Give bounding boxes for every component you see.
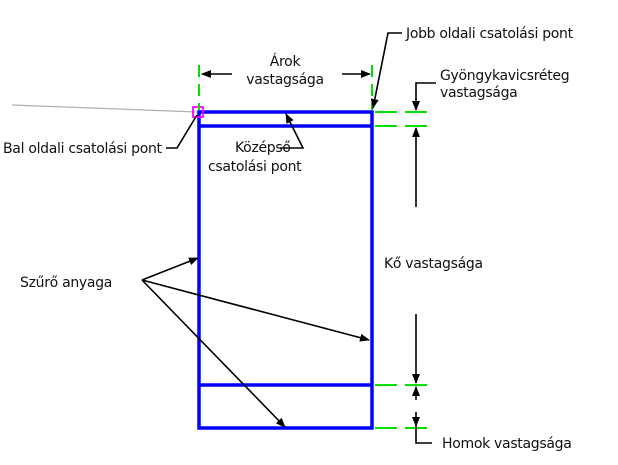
left-attach-callout: Bal oldali csatolási pont <box>3 114 198 157</box>
trench-outline <box>197 110 374 430</box>
filter-material-label: Szűrő anyaga <box>20 275 112 291</box>
gravel-dimension: Gyöngykavicsréteg vastagsága <box>375 68 570 207</box>
middle-attach-callout: Középső csatolási pont <box>208 113 305 175</box>
left-attach-label: Bal oldali csatolási pont <box>3 141 163 157</box>
trench-width-label-2: vastagsága <box>246 72 323 88</box>
trench-width-label-1: Árok <box>270 53 302 70</box>
sand-thickness-label: Homok vastagsága <box>442 436 572 452</box>
filter-material-callout: Szűrő anyaga <box>20 257 370 428</box>
right-attach-label: Jobb oldali csatolási pont <box>405 26 574 42</box>
gravel-thickness-label-1: Gyöngykavicsréteg <box>440 68 569 84</box>
gravel-thickness-label-2: vastagsága <box>440 85 517 101</box>
sand-dimension: Homok vastagsága <box>375 314 572 452</box>
middle-attach-label-1: Középső <box>235 140 291 156</box>
ground-line <box>11 104 198 113</box>
middle-attach-label-2: csatolási pont <box>208 159 302 175</box>
stone-thickness-label: Kő vastagsága <box>384 256 483 272</box>
width-dimension: Árok vastagsága <box>198 53 373 110</box>
right-attach-callout: Jobb oldali csatolási pont <box>370 26 574 109</box>
